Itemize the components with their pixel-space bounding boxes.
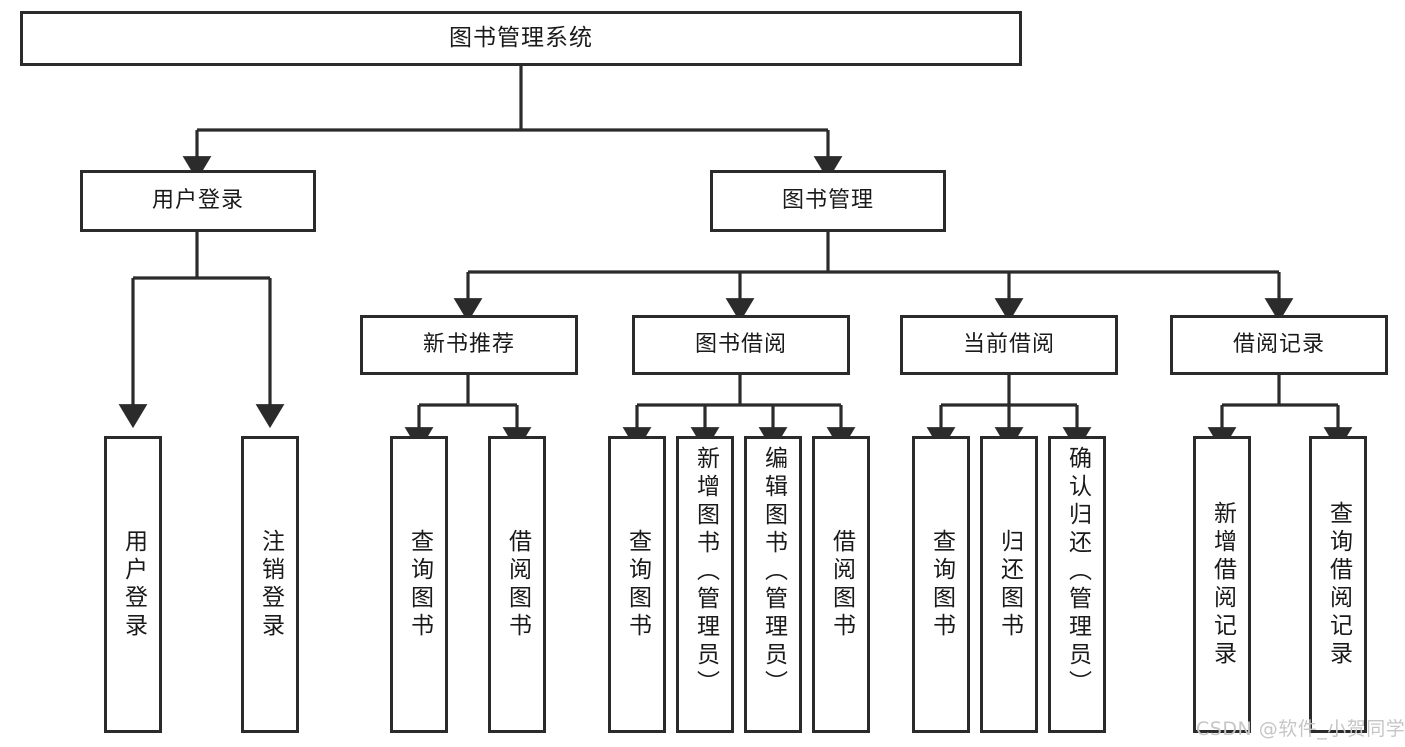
node-label: 图书管理系统 (449, 24, 593, 51)
node-label: 借阅图书 (504, 528, 531, 641)
csdn-watermark: CSDN @软件_小贺同学 (1196, 718, 1405, 740)
node-label: 查询图书 (624, 528, 651, 641)
leaf-current-borrow-confirm-return-admin[interactable]: 确认归还（管理员） (1048, 436, 1106, 733)
node-label: 注销登录 (257, 528, 284, 641)
leaf-book-borrow-edit-book-admin[interactable]: 编辑图书（管理员） (744, 436, 802, 733)
node-label: 归还图书 (996, 528, 1023, 641)
node-user-login[interactable]: 用户登录 (80, 170, 316, 232)
leaf-book-borrow-borrow-book[interactable]: 借阅图书 (812, 436, 870, 733)
node-label: 用户登录 (120, 528, 147, 641)
node-label: 借阅记录 (1232, 331, 1325, 357)
node-borrow-record[interactable]: 借阅记录 (1170, 315, 1388, 375)
leaf-current-borrow-return-book[interactable]: 归还图书 (980, 436, 1038, 733)
node-book-borrow[interactable]: 图书借阅 (632, 315, 850, 375)
leaf-new-book-borrow-book[interactable]: 借阅图书 (488, 436, 546, 733)
node-label: 图书借阅 (694, 331, 787, 357)
node-label: 借阅图书 (828, 528, 855, 641)
node-root-book-management-system[interactable]: 图书管理系统 (20, 11, 1022, 66)
node-label: 新书推荐 (422, 331, 515, 357)
node-label: 图书管理 (781, 187, 874, 213)
node-label: 编辑图书（管理员） (760, 446, 787, 698)
leaf-user-login-login[interactable]: 用户登录 (104, 436, 162, 733)
node-label: 查询图书 (406, 528, 433, 641)
leaf-user-login-logout[interactable]: 注销登录 (241, 436, 299, 733)
leaf-book-borrow-add-book-admin[interactable]: 新增图书（管理员） (676, 436, 734, 733)
node-book-management[interactable]: 图书管理 (710, 170, 946, 232)
node-label: 查询借阅记录 (1325, 500, 1352, 669)
node-label: 查询图书 (928, 528, 955, 641)
node-label: 新增借阅记录 (1209, 500, 1236, 669)
leaf-book-borrow-query-book[interactable]: 查询图书 (608, 436, 666, 733)
node-label: 确认归还（管理员） (1064, 446, 1091, 698)
leaf-new-book-query-book[interactable]: 查询图书 (390, 436, 448, 733)
node-label: 当前借阅 (962, 331, 1055, 357)
node-label: 新增图书（管理员） (692, 446, 719, 698)
leaf-borrow-record-add-record[interactable]: 新增借阅记录 (1193, 436, 1251, 733)
node-current-borrow[interactable]: 当前借阅 (900, 315, 1118, 375)
leaf-borrow-record-query-record[interactable]: 查询借阅记录 (1309, 436, 1367, 733)
node-new-book-recommend[interactable]: 新书推荐 (360, 315, 578, 375)
leaf-current-borrow-query-book[interactable]: 查询图书 (912, 436, 970, 733)
node-label: 用户登录 (151, 187, 244, 213)
